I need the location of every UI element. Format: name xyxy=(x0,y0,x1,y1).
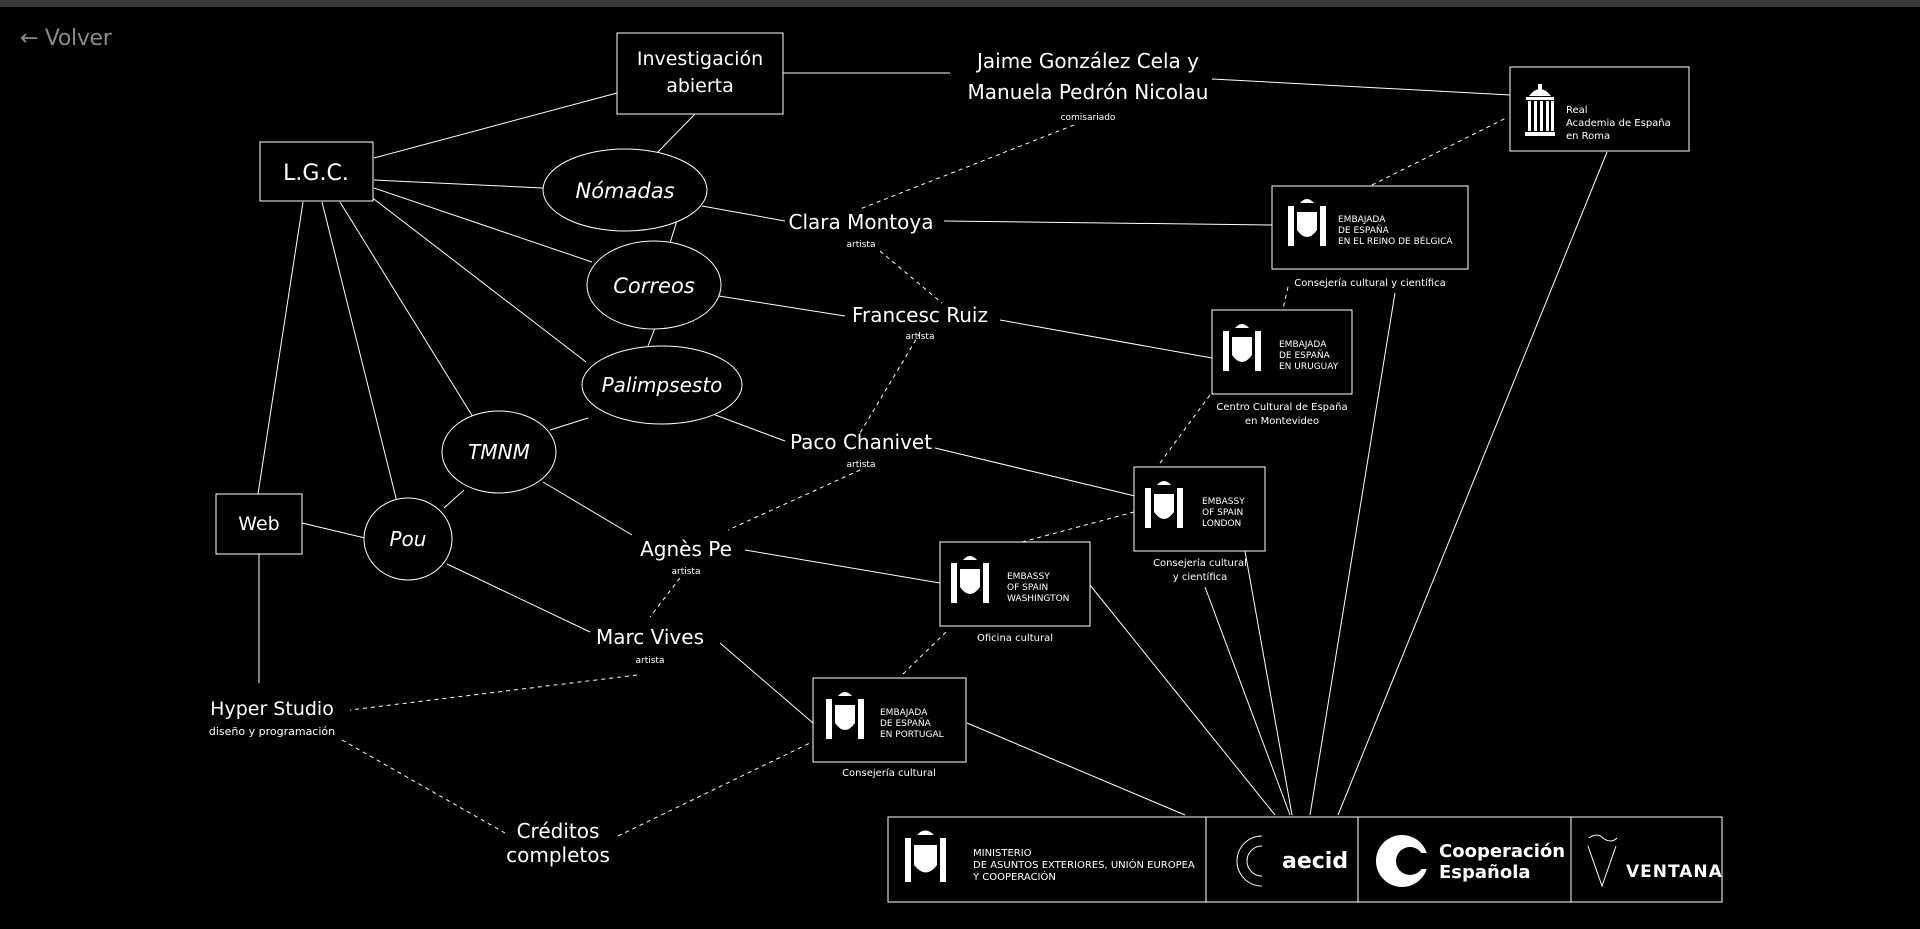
coat-of-arms-icon xyxy=(826,692,864,739)
svg-text:EMBASSY: EMBASSY xyxy=(1202,497,1245,507)
coat-of-arms-icon xyxy=(1145,481,1183,528)
svg-text:DE ESPAÑA: DE ESPAÑA xyxy=(1338,225,1390,236)
svg-text:EN URUGUAY: EN URUGUAY xyxy=(1279,362,1339,372)
svg-text:L.G.C.: L.G.C. xyxy=(283,161,349,186)
connector-lines xyxy=(257,72,1608,816)
coat-of-arms-icon xyxy=(905,830,946,882)
person-curators[interactable]: Jaime González Cela y Manuela Pedrón Nic… xyxy=(968,49,1209,123)
institution-embassy-london[interactable]: EMBASSY OF SPAIN LONDON Consejería cultu… xyxy=(1133,466,1266,583)
svg-text:Paco Chanivet: Paco Chanivet xyxy=(790,430,932,454)
person-francesc-ruiz[interactable]: Francesc Ruiz artista xyxy=(852,303,988,342)
node-creditos[interactable]: Créditos completos xyxy=(506,819,610,867)
svg-text:Nómadas: Nómadas xyxy=(575,179,674,203)
svg-text:Francesc Ruiz: Francesc Ruiz xyxy=(852,303,988,327)
ministerio-logo[interactable]: MINISTERIO DE ASUNTOS EXTERIORES, UNIÓN … xyxy=(905,830,1195,884)
svg-text:OF SPAIN: OF SPAIN xyxy=(1007,583,1048,593)
svg-text:Manuela Pedrón Nicolau: Manuela Pedrón Nicolau xyxy=(968,80,1209,104)
svg-text:DE ESPAÑA: DE ESPAÑA xyxy=(1279,350,1331,361)
svg-text:EMBASSY: EMBASSY xyxy=(1007,572,1050,582)
svg-text:Investigación: Investigación xyxy=(637,48,763,70)
institution-embajada-belgica[interactable]: EMBAJADA DE ESPAÑA EN EL REINO DE BÉLGIC… xyxy=(1271,185,1469,289)
svg-text:Academia de España: Academia de España xyxy=(1566,118,1671,129)
svg-text:EMBAJADA: EMBAJADA xyxy=(880,708,928,718)
coat-of-arms-icon xyxy=(951,556,989,603)
sponsors-bar: MINISTERIO DE ASUNTOS EXTERIORES, UNIÓN … xyxy=(887,816,1723,903)
ventana-logo[interactable]: VENTANA xyxy=(1587,834,1723,888)
institution-embassy-washington[interactable]: EMBASSY OF SPAIN WASHINGTON Oficina cult… xyxy=(939,541,1091,644)
person-clara-montoya[interactable]: Clara Montoya artista xyxy=(789,210,934,250)
svg-text:OF SPAIN: OF SPAIN xyxy=(1202,508,1243,518)
node-lgc[interactable]: L.G.C. xyxy=(259,141,374,202)
svg-text:Correos: Correos xyxy=(613,274,695,298)
institution-academia-roma[interactable]: Real Academia de España en Roma xyxy=(1509,66,1690,152)
svg-text:Oficina cultural: Oficina cultural xyxy=(977,633,1053,644)
svg-text:aecid: aecid xyxy=(1282,849,1348,874)
svg-text:Palimpsesto: Palimpsesto xyxy=(602,373,723,397)
svg-text:TMNM: TMNM xyxy=(468,440,530,464)
aecid-logo[interactable]: aecid xyxy=(1236,835,1348,887)
svg-text:Clara Montoya: Clara Montoya xyxy=(789,210,934,234)
svg-text:Consejería cultural y científi: Consejería cultural y científica xyxy=(1294,277,1445,289)
svg-text:Créditos: Créditos xyxy=(517,819,600,843)
svg-text:diseño y programación: diseño y programación xyxy=(209,725,335,738)
svg-text:artista: artista xyxy=(672,567,701,577)
section-nomadas[interactable]: Nómadas xyxy=(542,148,708,232)
section-pou[interactable]: Pou xyxy=(363,497,453,581)
svg-text:Jaime González Cela y: Jaime González Cela y xyxy=(975,49,1199,73)
institution-embajada-uruguay[interactable]: EMBAJADA DE ESPAÑA EN URUGUAY Centro Cul… xyxy=(1211,309,1353,427)
svg-text:artista: artista xyxy=(906,332,935,342)
svg-text:Consejería cultural: Consejería cultural xyxy=(842,767,936,779)
svg-text:artista: artista xyxy=(847,240,876,250)
node-investigacion[interactable]: Investigación abierta xyxy=(616,32,784,115)
person-paco-chanivet[interactable]: Paco Chanivet artista xyxy=(790,430,932,470)
svg-text:comisariado: comisariado xyxy=(1061,113,1116,123)
svg-text:Cooperación: Cooperación xyxy=(1439,841,1565,862)
dashed-lines xyxy=(341,116,1509,837)
svg-text:abierta: abierta xyxy=(666,75,734,97)
svg-text:EN EL REINO DE BÉLGICA: EN EL REINO DE BÉLGICA xyxy=(1338,235,1453,247)
section-tmnm[interactable]: TMNM xyxy=(441,410,557,494)
svg-text:EMBAJADA: EMBAJADA xyxy=(1338,215,1386,225)
svg-text:en Roma: en Roma xyxy=(1566,131,1610,142)
svg-text:Centro Cultural de España: Centro Cultural de España xyxy=(1216,402,1347,413)
svg-text:EN PORTUGAL: EN PORTUGAL xyxy=(880,730,944,740)
coat-of-arms-icon xyxy=(1223,324,1261,371)
svg-text:artista: artista xyxy=(847,460,876,470)
person-marc-vives[interactable]: Marc Vives artista xyxy=(596,625,704,666)
top-bar xyxy=(0,0,1920,7)
node-hyper-studio[interactable]: Hyper Studio diseño y programación xyxy=(209,698,335,738)
svg-text:Web: Web xyxy=(238,513,279,535)
svg-text:Española: Española xyxy=(1439,862,1531,883)
svg-text:MINISTERIO: MINISTERIO xyxy=(973,848,1032,859)
section-palimpsesto[interactable]: Palimpsesto xyxy=(581,345,743,425)
svg-text:Agnès Pe: Agnès Pe xyxy=(640,537,732,561)
section-correos[interactable]: Correos xyxy=(586,240,722,330)
svg-text:Real: Real xyxy=(1566,105,1588,116)
svg-text:Consejería cultural: Consejería cultural xyxy=(1153,557,1247,569)
svg-text:EMBAJADA: EMBAJADA xyxy=(1279,340,1327,350)
svg-text:VENTANA: VENTANA xyxy=(1626,862,1723,882)
institution-embajada-portugal[interactable]: EMBAJADA DE ESPAÑA EN PORTUGAL Consejerí… xyxy=(812,677,967,779)
svg-text:y científica: y científica xyxy=(1173,571,1228,583)
svg-text:en Montevideo: en Montevideo xyxy=(1245,416,1319,427)
svg-text:DE ESPAÑA: DE ESPAÑA xyxy=(880,718,932,729)
svg-text:WASHINGTON: WASHINGTON xyxy=(1007,594,1069,604)
back-link[interactable]: ← Volver xyxy=(20,26,112,51)
svg-text:LONDON: LONDON xyxy=(1202,519,1241,529)
svg-text:Y COOPERACIÓN: Y COOPERACIÓN xyxy=(972,870,1056,883)
cooperacion-logo[interactable]: Cooperación Española xyxy=(1376,835,1565,887)
svg-text:Pou: Pou xyxy=(390,527,427,551)
svg-text:Hyper Studio: Hyper Studio xyxy=(210,698,334,720)
node-web[interactable]: Web xyxy=(215,493,303,555)
person-agnes-pe[interactable]: Agnès Pe artista xyxy=(640,537,732,577)
svg-text:Marc Vives: Marc Vives xyxy=(596,625,704,649)
svg-text:artista: artista xyxy=(636,656,665,666)
svg-text:DE ASUNTOS EXTERIORES, UNIÓN E: DE ASUNTOS EXTERIORES, UNIÓN EUROPEA xyxy=(973,858,1195,871)
building-icon xyxy=(1525,84,1555,136)
coat-of-arms-icon xyxy=(1288,199,1326,246)
svg-text:completos: completos xyxy=(506,843,610,867)
